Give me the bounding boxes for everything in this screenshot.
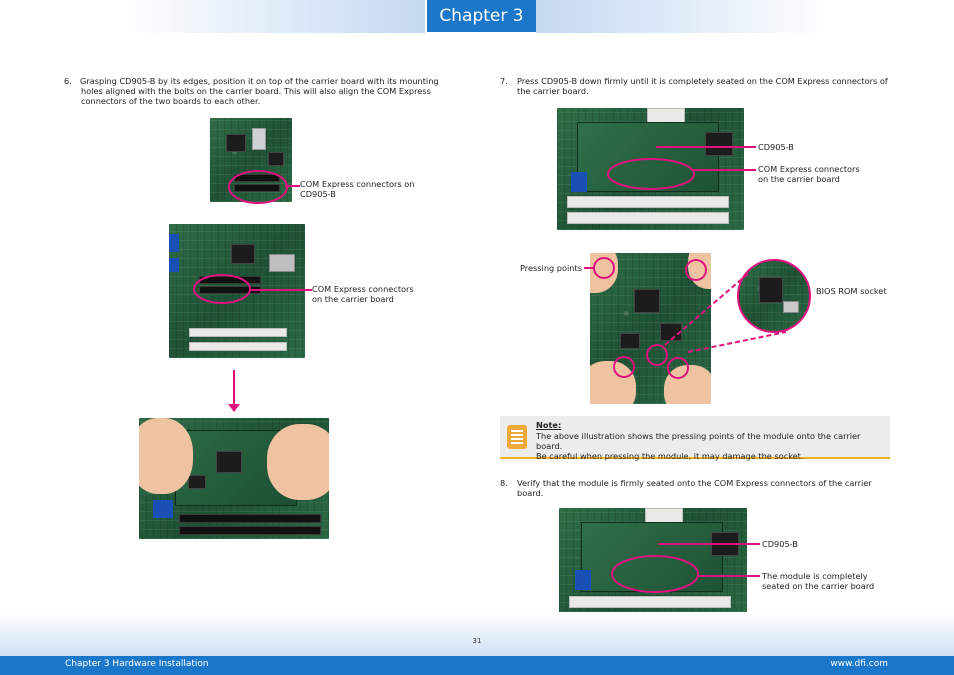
note-line: The above illustration shows the pressin… [536, 431, 861, 451]
step-text-line: connectors of the two boards to each oth… [81, 96, 261, 106]
step-8: 8. Verify that the module is firmly seat… [500, 478, 890, 500]
step-number: 6. [64, 76, 72, 86]
header-gradient-right [536, 0, 836, 33]
step-text-line: Press CD905-B down firmly until it is co… [517, 76, 888, 86]
callout-line: COM Express connectors [758, 164, 860, 174]
footer-website-link[interactable]: www.dfi.com [830, 659, 888, 669]
callout-line: on the carrier board [758, 174, 840, 184]
note-body: The above illustration shows the pressin… [536, 431, 888, 461]
callout-line: on the carrier board [312, 294, 394, 304]
note-box: Note: The above illustration shows the p… [500, 416, 890, 461]
step-text-line: holes aligned with the bolts on the carr… [81, 86, 431, 96]
callout-line: The module is completely [762, 571, 868, 581]
step-text-line: Verify that the module is firmly seated … [517, 478, 872, 488]
note-title: Note: [536, 420, 562, 430]
chapter-tab: Chapter 3 [427, 0, 536, 32]
callout-line: COM Express connectors [312, 284, 414, 294]
step-text-line: Grasping CD905-B by its edges, position … [80, 76, 439, 86]
callout-seated: The module is completely seated on the c… [762, 571, 874, 591]
callout-carrier-connectors-right: COM Express connectors on the carrier bo… [758, 164, 860, 184]
note-line: Be careful when pressing the module, it … [536, 451, 804, 461]
callout-cd905: CD905-B [758, 142, 794, 152]
carrier-board-photo [169, 224, 305, 358]
callout-pressing-points: Pressing points [520, 263, 582, 273]
callout-module-connectors: COM Express connectors on CD905-B [300, 179, 414, 199]
pressing-points-photo [590, 253, 711, 404]
step-6: 6. Grasping CD905-B by its edges, positi… [64, 76, 444, 108]
footer-chapter-label: Chapter 3 Hardware Installation [65, 659, 209, 669]
callout-line: CD905-B [300, 189, 336, 199]
cd905-module-photo [210, 118, 292, 202]
down-arrow-icon [228, 370, 240, 412]
header-gradient-left [120, 0, 425, 33]
footer-gradient [0, 612, 954, 657]
step-text-line: board. [517, 488, 544, 498]
placing-module-photo [139, 418, 329, 539]
step-7: 7. Press CD905-B down firmly until it is… [500, 76, 890, 98]
callout-cd905-2: CD905-B [762, 539, 798, 549]
step-number: 8. [500, 478, 508, 488]
note-icon [507, 425, 527, 449]
callout-line: COM Express connectors on [300, 179, 415, 189]
footer-bar [0, 656, 954, 675]
callout-bios-socket: BIOS ROM socket [816, 286, 887, 296]
module-pressed-photo [557, 108, 744, 230]
step-text-line: the carrier board. [517, 86, 589, 96]
step-number: 7. [500, 76, 508, 86]
page-number: 31 [472, 637, 482, 645]
callout-carrier-connectors: COM Express connectors on the carrier bo… [312, 284, 414, 304]
callout-line: seated on the carrier board [762, 581, 875, 591]
bios-rom-zoom-photo [737, 259, 811, 333]
